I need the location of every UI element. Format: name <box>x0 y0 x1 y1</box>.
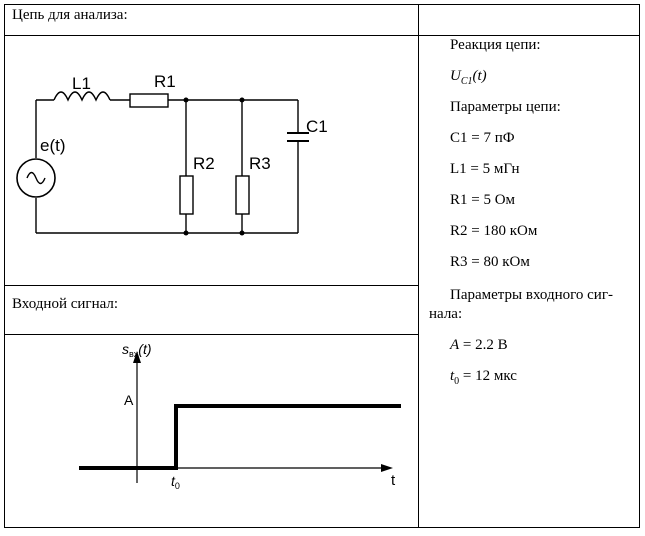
circuit-diagram: L1 R1 C1 R2 R3 e(t) <box>16 72 328 236</box>
input-t0-value: = 12 мкс <box>459 368 517 384</box>
input-signal-plot: sвх(t) A t0 t <box>79 341 401 491</box>
x-axis-arrow <box>381 464 393 472</box>
input-params-heading-line1: Параметры входного сиг- <box>450 287 613 303</box>
table-border-left <box>4 4 5 528</box>
param-R1: R1 = 5 Ом <box>450 192 516 208</box>
input-param-A: A = 2.2 В <box>450 336 508 354</box>
step-signal <box>79 404 401 470</box>
resistor-R3 <box>235 175 250 215</box>
reaction-variable: UC1(t) <box>450 67 487 91</box>
label-source: e(t) <box>40 136 66 155</box>
inductor-L1 <box>53 91 111 102</box>
param-L1: L1 = 5 мГн <box>450 161 520 177</box>
input-t0-sub: 0 <box>454 376 460 387</box>
table-row-divider-2 <box>4 285 419 286</box>
x-axis-label: t <box>391 472 396 489</box>
param-C1: C1 = 7 пФ <box>450 130 515 146</box>
label-L1: L1 <box>72 74 91 93</box>
resistor-R1 <box>129 93 169 108</box>
level-label: A <box>124 392 134 408</box>
table-column-divider <box>418 4 419 528</box>
junction-dot <box>239 230 245 236</box>
label-C1: C1 <box>306 117 328 136</box>
reaction-var-arg: (t) <box>472 68 487 84</box>
param-R2: R2 = 180 кОм <box>450 223 538 239</box>
signal-cell-label: Входной сигнал: <box>12 296 119 312</box>
junction-dot <box>183 230 189 236</box>
input-param-t0: t0 = 12 мкс <box>450 367 517 391</box>
table-row-divider-1 <box>4 35 640 36</box>
label-R3: R3 <box>249 154 271 173</box>
y-axis-arrow <box>133 351 141 363</box>
input-A-value: = 2.2 В <box>459 337 508 353</box>
y-axis-label: sвх(t) <box>122 341 152 359</box>
table-border-bottom <box>4 527 640 528</box>
reaction-var-main: U <box>450 68 461 84</box>
sine-icon <box>26 171 46 185</box>
params-heading: Параметры цепи: <box>450 99 561 115</box>
input-params-heading-line2: нала: <box>429 306 463 322</box>
x-tick-label: t0 <box>171 473 180 491</box>
reaction-var-sub: C1 <box>460 76 473 87</box>
junction-dot <box>239 97 245 103</box>
label-R2: R2 <box>193 154 215 173</box>
table-border-right <box>639 4 640 528</box>
input-A-name: A <box>450 337 460 353</box>
circuit-cell-label: Цепь для анализа: <box>12 7 128 23</box>
label-R1: R1 <box>154 72 176 91</box>
table-row-divider-3 <box>4 334 419 335</box>
junction-dot <box>183 97 189 103</box>
table-border-top <box>4 4 640 5</box>
voltage-source <box>16 158 56 198</box>
reaction-heading: Реакция цепи: <box>450 37 541 53</box>
input-t0-main: t <box>450 368 455 384</box>
resistor-R2 <box>179 175 194 215</box>
param-R3: R3 = 80 кОм <box>450 254 530 270</box>
